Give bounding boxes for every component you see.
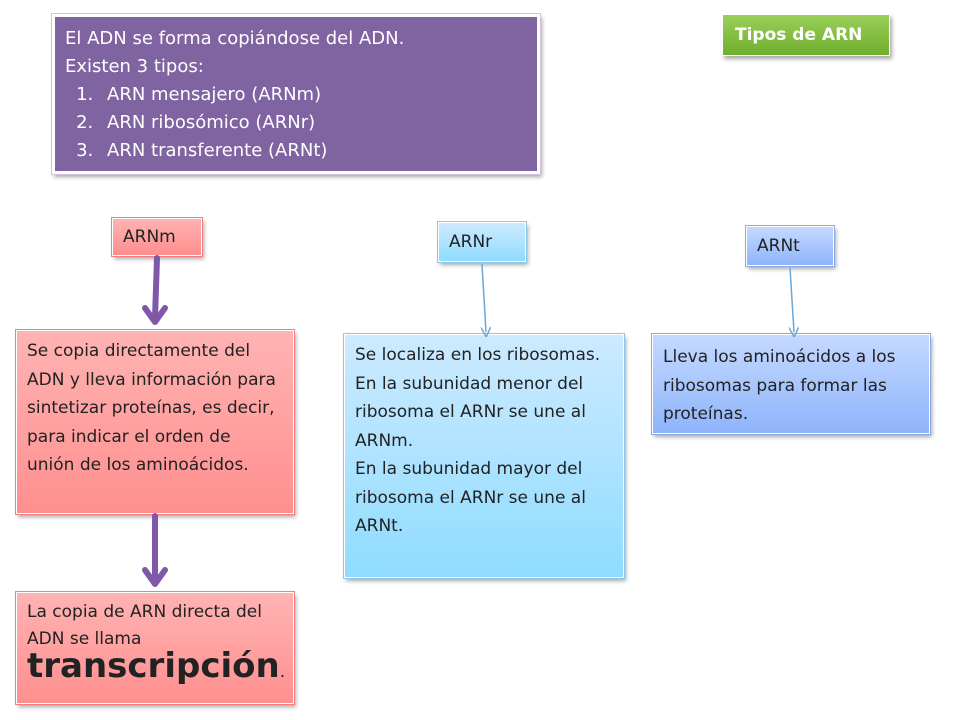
arnt-description-box: Lleva los aminoácidos a los ribosomas pa…	[651, 333, 931, 435]
arnm-to-description-arrow	[142, 255, 168, 325]
arnm-description: Se copia directamente del ADN y lleva in…	[27, 341, 276, 475]
rna-type-item: ARN ribosómico (ARNr)	[99, 109, 527, 137]
rna-types-list: ARN mensajero (ARNm) ARN ribosómico (ARN…	[65, 81, 527, 165]
arnt-to-description-arrow	[790, 267, 794, 332]
title-badge: Tipos de ARN	[722, 14, 890, 56]
arnr-line: En la subunidad menor del ribosoma el AR…	[355, 373, 586, 451]
intro-box: El ADN se forma copiándose del ADN. Exis…	[51, 13, 541, 175]
rna-type-item: ARN mensajero (ARNm)	[99, 81, 527, 109]
arnr-label-box: ARNr	[437, 221, 527, 263]
intro-line-2: Existen 3 tipos:	[65, 56, 204, 77]
arnr-to-description-arrow	[482, 263, 486, 332]
intro-line-1: El ADN se forma copiándose del ADN.	[65, 28, 405, 49]
arnm-label-box: ARNm	[111, 217, 203, 257]
transcription-period: .	[279, 662, 286, 682]
arnr-line: En la subunidad mayor del ribosoma el AR…	[355, 459, 586, 536]
arnr-line: Se localiza en los ribosomas.	[355, 345, 601, 365]
transcription-text: La copia de ARN directa del ADN se llama	[27, 602, 262, 649]
transcription-box: La copia de ARN directa del ADN se llama…	[15, 591, 295, 705]
arnr-description-box: Se localiza en los ribosomas. En la subu…	[343, 333, 625, 579]
arnt-label-box: ARNt	[745, 225, 835, 267]
transcription-word: transcripción	[27, 646, 280, 686]
arnt-description: Lleva los aminoácidos a los ribosomas pa…	[663, 347, 896, 424]
description-to-transcription-arrow	[142, 513, 168, 587]
arnm-description-box: Se copia directamente del ADN y lleva in…	[15, 329, 295, 515]
rna-type-item: ARN transferente (ARNt)	[99, 137, 527, 165]
